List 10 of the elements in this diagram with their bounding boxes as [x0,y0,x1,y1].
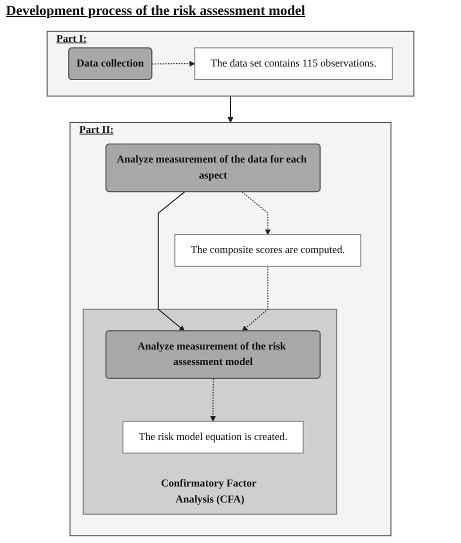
diagram-title: Development process of the risk assessment model [6,4,306,20]
arrow [228,96,234,123]
arrow [242,266,268,332]
node-box: The risk model equation is created. [122,420,304,454]
arrow [158,191,186,332]
node-box: The data set contains 115 observations. [194,47,393,80]
node-box: The composite scores are computed. [174,234,362,267]
arrow [242,191,271,235]
arrow [210,378,216,422]
arrow [152,60,196,67]
